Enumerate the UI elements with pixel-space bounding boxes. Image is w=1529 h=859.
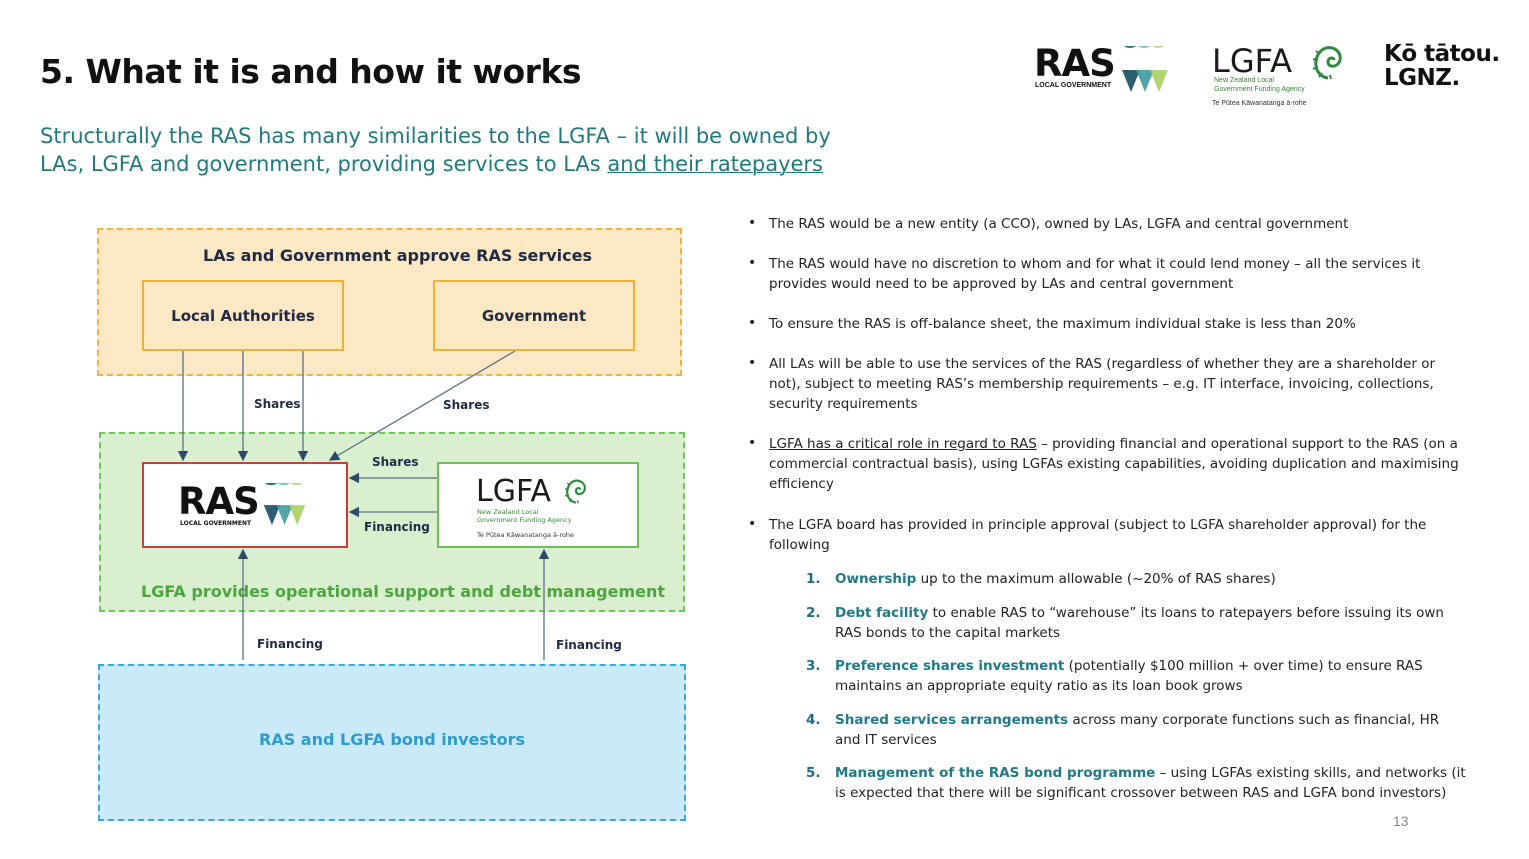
lgnz-logo: Kō tātou. LGNZ. (1384, 42, 1500, 90)
numbered-item-highlight: Ownership (835, 571, 917, 587)
subtitle-text: Structurally the RAS has many similariti… (40, 124, 831, 176)
local-authorities-box: Local Authorities (142, 280, 344, 351)
government-box: Government (433, 280, 635, 351)
bullet-item: The LGFA board has provided in principle… (748, 514, 1468, 555)
numbered-item: 3. Preference shares investment (potenti… (806, 656, 1466, 696)
numbered-item-number: 1. (806, 571, 821, 587)
numbered-item: 2. Debt facility to enable RAS to “wareh… (806, 603, 1466, 643)
numbered-item-text: – using LGFAs existing skills, and netwo… (835, 765, 1466, 801)
bullet-item: LGFA has a critical role in regard to RA… (748, 433, 1468, 494)
numbered-item: 1. Ownership up to the maximum allowable… (806, 569, 1466, 589)
lgfa-box-logo: LGFA New Zealand Local Government Fundin… (439, 464, 637, 546)
numbered-item-number: 3. (806, 658, 821, 674)
lgfa-logo-word: LGFA (1212, 42, 1292, 80)
bullet-item: The RAS would be a new entity (a CCO), o… (748, 213, 1348, 234)
lgfa-logo: LGFA New Zealand Local Government Fundin… (1210, 40, 1360, 110)
ras-box-drops-icon (263, 483, 306, 525)
bullet-item: The RAS would have no discretion to whom… (748, 253, 1468, 294)
numbered-item-highlight: Preference shares investment (835, 658, 1065, 674)
numbered-item-text: to enable RAS to “warehouse” its loans t… (835, 605, 1444, 641)
label-shares-la: Shares (254, 397, 301, 411)
numbered-item-highlight: Debt facility (835, 605, 929, 621)
bullet-item: All LAs will be able to use the services… (748, 353, 1468, 414)
ras-logo-sub: LOCAL GOVERNMENT (1035, 82, 1112, 89)
ras-drops-icon (1122, 46, 1168, 92)
lgfa-logo-sub: New Zealand Local Government Funding Age… (1214, 77, 1305, 93)
numbered-item-highlight: Shared services arrangements (835, 712, 1069, 728)
label-shares-gov: Shares (443, 398, 490, 412)
approve-zone-title: LAs and Government approve RAS services (203, 246, 592, 265)
lgnz-logo-line1: Kō tātou. (1384, 41, 1500, 67)
label-financing-left: Financing (257, 637, 323, 651)
ras-logo: RAS LOCAL GOVERNMENT (1034, 40, 1184, 100)
investors-zone-title: RAS and LGFA bond investors (259, 730, 525, 749)
lgfa-box-word: LGFA (476, 474, 551, 509)
numbered-item-number: 2. (806, 605, 821, 621)
numbered-item-text: across many corporate functions such as … (835, 712, 1440, 748)
support-zone-title: LGFA provides operational support and de… (141, 582, 666, 601)
ras-logo-word: RAS (1034, 42, 1116, 85)
lgfa-box-maori: Te Pūtea Kāwanatanga ā-rohe (477, 531, 574, 539)
numbered-item-text: (potentially $100 million + over time) t… (835, 658, 1423, 694)
numbered-item: 5. Management of the RAS bond programme … (806, 763, 1466, 803)
numbered-item: 4. Shared services arrangements across m… (806, 710, 1466, 750)
ras-box-word: RAS (178, 480, 260, 523)
numbered-item-number: 4. (806, 712, 821, 728)
subtitle-underlined-text: and their ratepayers (607, 152, 823, 176)
ras-box: RAS LOCAL GOVERNMENT (142, 462, 348, 548)
lgfa-box-sub: New Zealand Local Government Funding Age… (477, 508, 572, 524)
ras-box-logo: RAS LOCAL GOVERNMENT (144, 464, 346, 546)
lgnz-logo-line2: LGNZ. (1384, 65, 1460, 91)
label-financing-right: Financing (556, 638, 622, 652)
ras-box-sub: LOCAL GOVERNMENT (180, 520, 252, 527)
bullet-item: To ensure the RAS is off-balance sheet, … (748, 313, 1356, 334)
numbered-item-number: 5. (806, 765, 821, 781)
page-subtitle: Structurally the RAS has many similariti… (40, 122, 880, 178)
page-title: 5. What it is and how it works (40, 52, 582, 91)
lgfa-box-fern-icon (564, 479, 586, 504)
numbered-item-text: up to the maximum allowable (~20% of RAS… (916, 571, 1276, 587)
lgfa-logo-maori: Te Pūtea Kāwanatanga ā-rohe (1212, 100, 1307, 107)
numbered-item-highlight: Management of the RAS bond programme (835, 765, 1156, 781)
label-shares-lgfa: Shares (372, 455, 419, 469)
investors-zone (98, 664, 686, 821)
bullet-underlined: LGFA has a critical role in regard to RA… (769, 436, 1037, 452)
label-financing-lgfa: Financing (364, 520, 430, 534)
page-number: 13 (1393, 813, 1409, 829)
lgfa-box: LGFA New Zealand Local Government Fundin… (437, 462, 639, 548)
bullet-rest: – providing financial and operational su… (769, 436, 1459, 492)
fern-icon (1312, 46, 1342, 80)
